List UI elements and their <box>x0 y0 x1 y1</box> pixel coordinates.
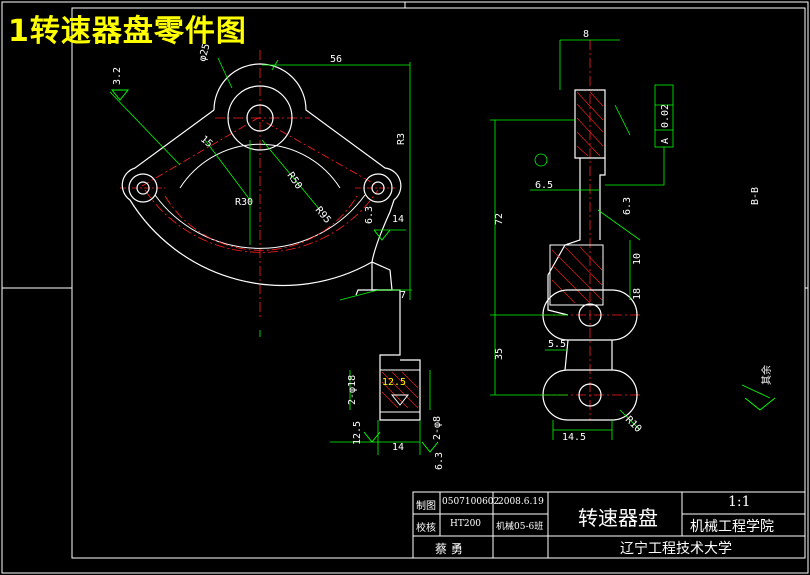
dim-7: 7 <box>400 290 406 301</box>
dim-r50: R50 <box>285 170 304 191</box>
dim-14a: 14 <box>392 214 404 225</box>
dim-r10: R10 <box>623 414 644 435</box>
dimension-labels: 56 φ25 15 R50 R30 R95 14 7 R3 12.5 14 2-… <box>112 29 773 470</box>
inner-border <box>71 7 806 559</box>
university: 辽宁工程技术大学 <box>620 541 732 557</box>
dim-phi8: 2-φ8 <box>432 416 443 440</box>
dim-14b: 14 <box>392 442 404 453</box>
rough-6-3b: 6.3 <box>434 452 445 470</box>
material: HT200 <box>450 519 482 529</box>
dim-18: 18 <box>632 288 643 300</box>
rough-3-2: 3.2 <box>112 67 123 85</box>
side-view <box>259 39 776 440</box>
rest-roughness: 其余 <box>760 365 773 385</box>
dim-8: 8 <box>583 29 589 40</box>
main-view <box>109 50 439 455</box>
dim-72: 72 <box>494 213 505 225</box>
dim-12-5: 12.5 <box>382 377 406 388</box>
rough-12-5: 12.5 <box>352 421 363 445</box>
checked-label: 校核 <box>416 523 436 534</box>
dim-r3: R3 <box>396 133 407 145</box>
page-title: 1转速器盘零件图 <box>8 14 247 49</box>
dim-6-5: 6.5 <box>535 180 553 191</box>
part-name: 转速器盘 <box>578 506 658 530</box>
rough-6-3a: 6.3 <box>364 206 375 224</box>
datum-a: A <box>660 138 671 144</box>
author: 蔡 勇 <box>435 542 463 556</box>
dim-phi18: 2-φ18 <box>347 375 358 405</box>
drawn-label: 制图 <box>416 501 436 512</box>
title-block-lines <box>412 491 806 559</box>
dim-15: 15 <box>198 134 214 150</box>
dim-5-5: 5.5 <box>548 339 566 350</box>
dim-r95: R95 <box>313 205 333 226</box>
scale: 1:1 <box>728 494 751 510</box>
dim-14-5: 14.5 <box>562 432 586 443</box>
section-label: B-B <box>750 187 761 205</box>
dim-10: 10 <box>632 253 643 265</box>
school-dept: 机械工程学院 <box>690 519 774 535</box>
tolerance-value: 0.02 <box>660 104 671 128</box>
dim-35: 35 <box>494 348 505 360</box>
class-name: 机械05-6班 <box>496 522 544 532</box>
date: 2008.6.19 <box>498 497 544 507</box>
rough-6-3c: 6.3 <box>622 197 633 215</box>
dim-phi25: φ25 <box>197 42 212 62</box>
drawn-id: 0507100602 <box>442 497 500 507</box>
dim-56: 56 <box>330 54 342 65</box>
dim-r30: R30 <box>235 197 253 208</box>
